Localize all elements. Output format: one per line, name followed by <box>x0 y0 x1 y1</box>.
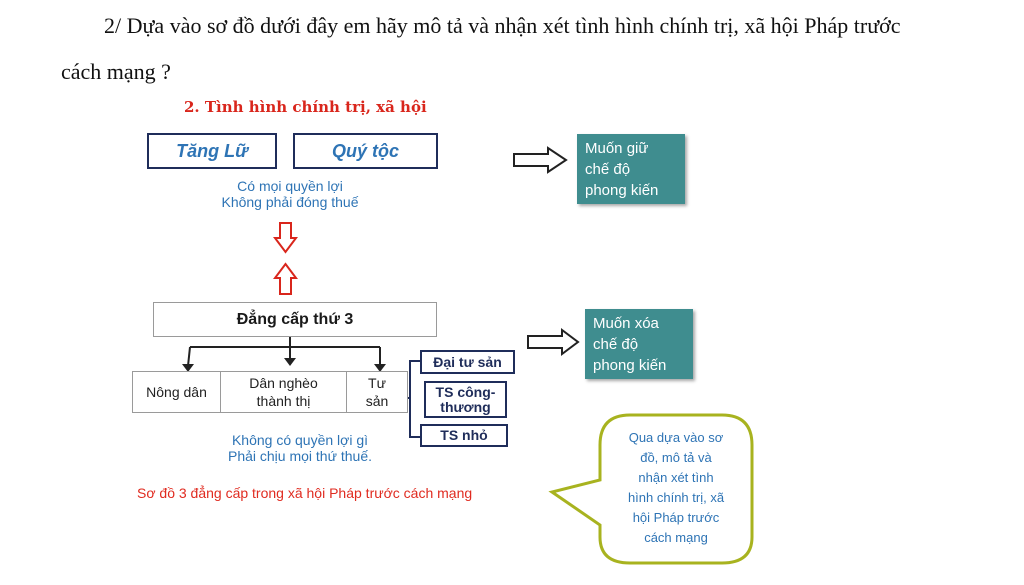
double-arrow-right-bottom <box>527 328 580 356</box>
petty-bourgeois-box: TS nhỏ <box>420 424 508 447</box>
privileged-note-line-2: Không phải đóng thuế <box>221 194 359 210</box>
industrial-bourgeois-box: TS công- thương <box>424 381 507 418</box>
bubble-line-6: cách mạng <box>644 530 708 545</box>
speech-bubble-text: Qua dựa vào sơ đồ, mô tả và nhận xét tìn… <box>603 428 749 548</box>
group-bourgeois-line-1: Tư <box>368 375 386 391</box>
conflict-arrow-up <box>273 262 298 295</box>
third-goal-box: Muốn xóa chế độ phong kiến <box>585 309 693 379</box>
big-bourgeois-label: Đại tư sản <box>433 353 502 370</box>
privileged-note: Có mọi quyền lợi Không phải đóng thuế <box>180 178 400 210</box>
branch-arrowheads <box>182 358 386 372</box>
industrial-bourgeois-line-2: thương <box>440 398 491 415</box>
diagram-caption: Sơ đồ 3 đẳng cấp trong xã hội Pháp trước… <box>137 485 473 501</box>
privileged-goal-line-3: phong kiến <box>585 182 659 199</box>
third-estate-label: Đẳng cấp thứ 3 <box>236 310 354 328</box>
bourgeois-bracket <box>409 360 420 438</box>
third-estate-branches <box>187 337 381 367</box>
third-goal-line-1: Muốn xóa <box>593 315 659 332</box>
third-estate-box: Đẳng cấp thứ 3 <box>153 302 437 337</box>
estate-clergy-box: Tăng Lữ <box>147 133 277 169</box>
big-bourgeois-box: Đại tư sản <box>420 350 515 374</box>
third-goal-line-3: phong kiến <box>593 357 667 374</box>
speech-bubble-shape <box>548 413 754 565</box>
third-goal-line-2: chế độ <box>593 336 639 353</box>
group-farmers-label: Nông dân <box>146 384 207 400</box>
question-line-1: 2/ Dựa vào sơ đồ dưới đây em hãy mô tả v… <box>104 13 901 38</box>
third-note-line-2: Phải chịu mọi thứ thuế. <box>227 448 372 464</box>
group-bourgeois-box: Tư sản <box>346 371 408 413</box>
third-estate-note: Không có quyền lợi gì Phải chịu mọi thứ … <box>180 432 420 464</box>
bubble-line-2: đồ, mô tả và <box>640 450 712 465</box>
bubble-line-4: hình chính trị, xã <box>627 490 725 505</box>
industrial-bourgeois-line-1: TS công- <box>435 383 496 400</box>
estate-nobility-label: Quý tộc <box>331 140 399 161</box>
bubble-line-5: hội Pháp trước <box>632 510 720 525</box>
group-urban-poor-line-2: thành thị <box>256 393 311 409</box>
bubble-line-1: Qua dựa vào sơ <box>628 430 724 445</box>
question-line-2: cách mạng ? <box>61 59 171 84</box>
privileged-goal-box: Muốn giữ chế độ phong kiến <box>577 134 685 204</box>
estate-clergy-label: Tăng Lữ <box>176 140 248 161</box>
group-farmers-box: Nông dân <box>132 371 221 413</box>
petty-bourgeois-label: TS nhỏ <box>440 427 488 443</box>
privileged-goal-line-2: chế độ <box>585 161 631 178</box>
section-title: 2. Tình hình chính trị, xã hội <box>184 98 427 116</box>
bubble-line-3: nhận xét tình <box>638 470 714 485</box>
third-note-line-1: Không có quyền lợi gì <box>231 432 369 448</box>
group-urban-poor-line-1: Dân nghèo <box>249 375 318 391</box>
conflict-arrow-down <box>273 222 298 254</box>
privileged-goal-line-1: Muốn giữ <box>585 140 649 157</box>
group-bourgeois-line-2: sản <box>365 393 389 409</box>
estate-nobility-box: Quý tộc <box>293 133 438 169</box>
double-arrow-right-top <box>513 146 568 174</box>
group-urban-poor-box: Dân nghèo thành thị <box>220 371 347 413</box>
privileged-note-line-1: Có mọi quyền lợi <box>237 178 343 194</box>
